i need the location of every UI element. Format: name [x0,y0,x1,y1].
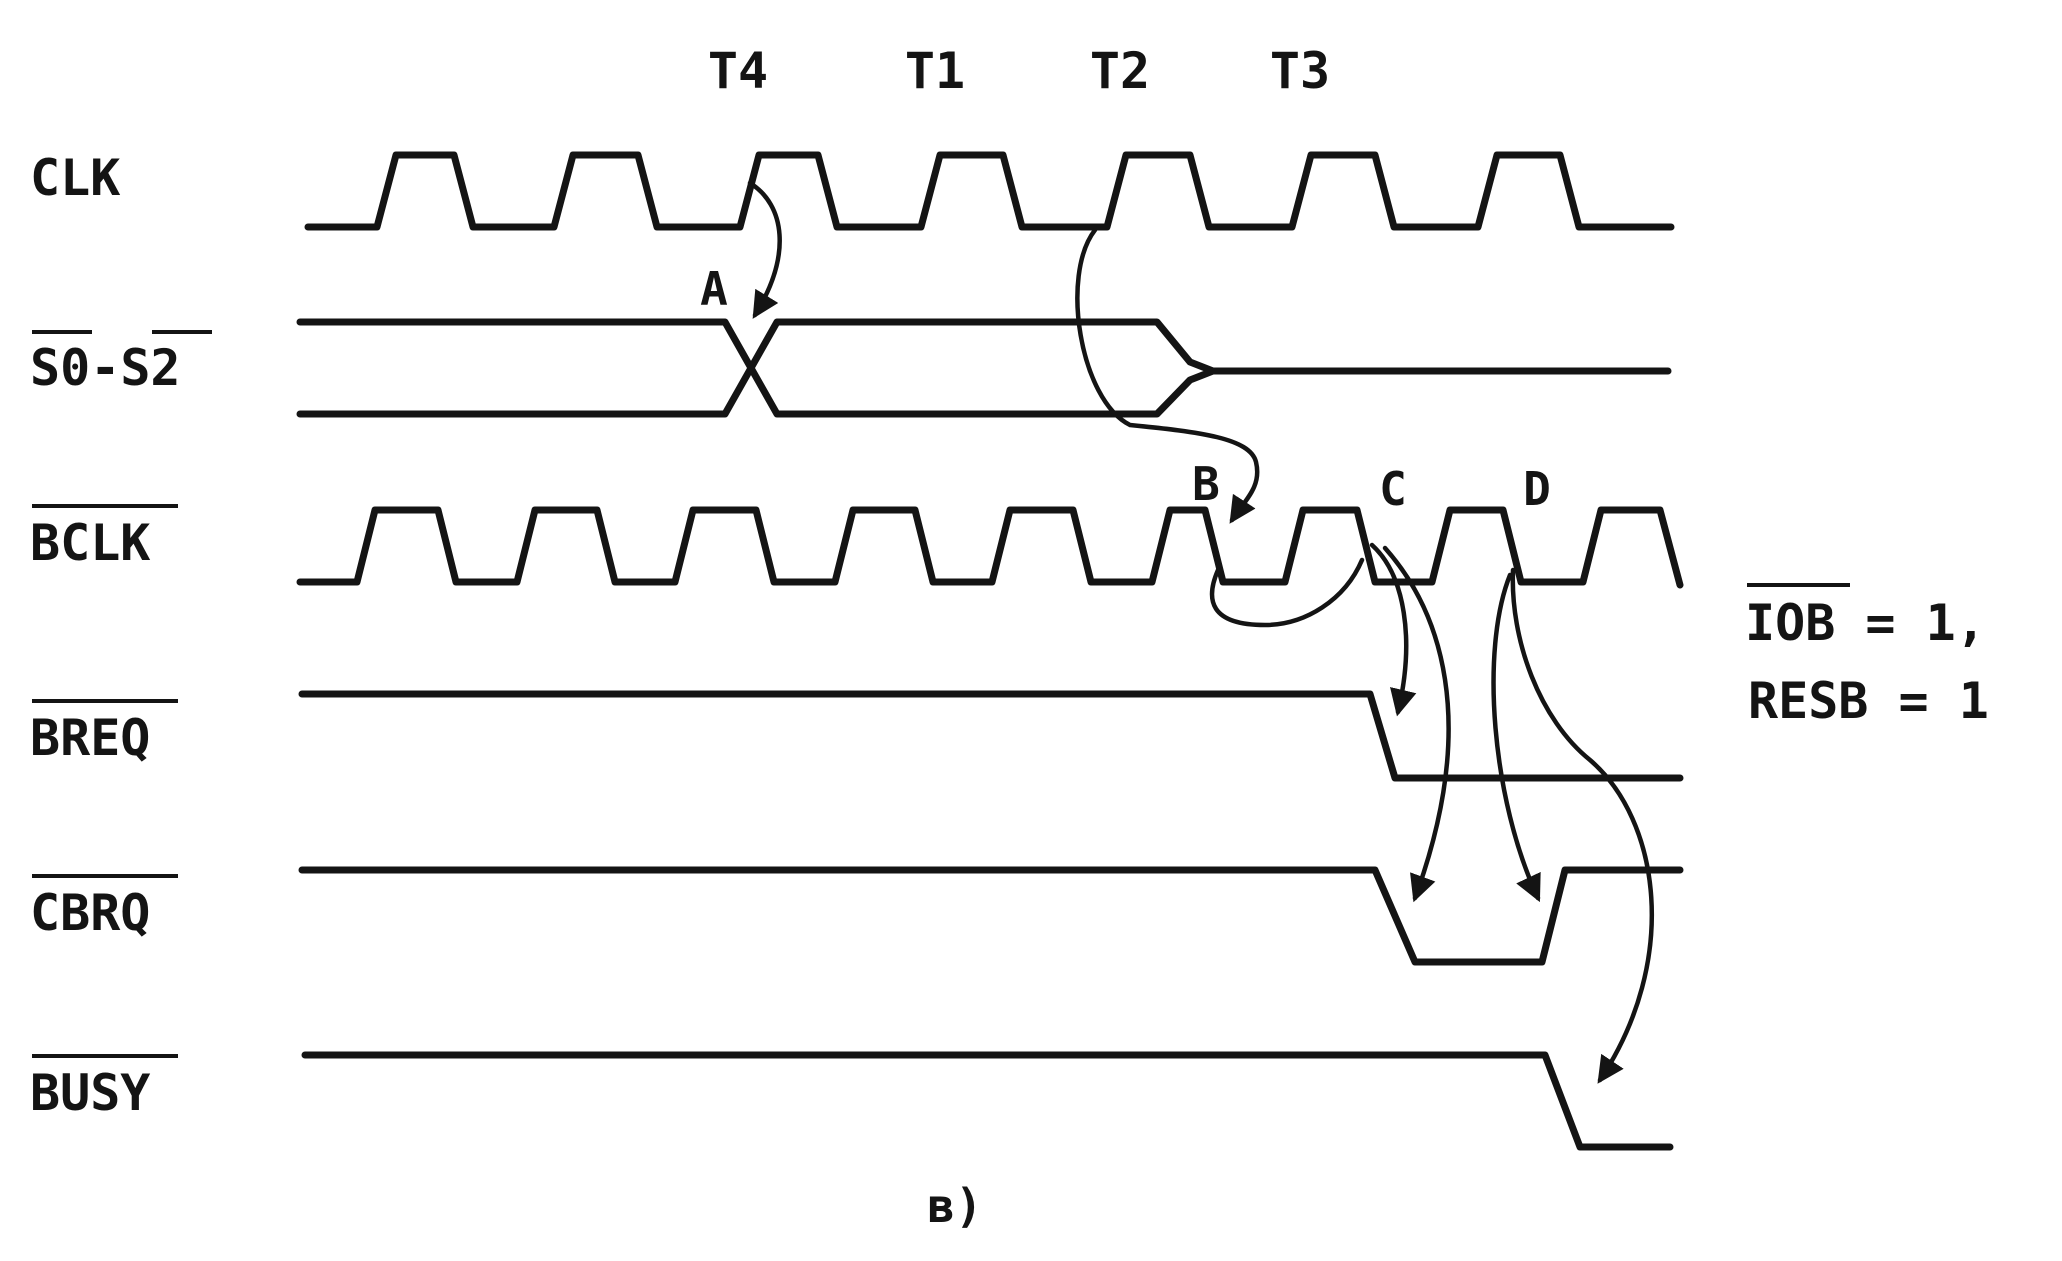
condition-resb: RESB = 1 [1748,672,1989,730]
phase-label-t3: T3 [1270,42,1330,100]
arrow-clk-to-a [747,180,782,319]
marker-c: C [1379,462,1407,516]
condition-iob: IOB = 1, [1745,594,1986,652]
condition-iob-name: IOB [1745,594,1835,652]
s0-s2-waveform-upper [296,318,1217,418]
signal-label-breq: BREQ [30,709,150,767]
signal-label-s0: S0 [30,339,90,397]
signal-label-busy: BUSY [30,1064,150,1122]
arrow-clk-to-b [1075,227,1260,524]
arrow-d-to-cbrq [1491,572,1541,903]
condition-iob-value: = 1, [1835,594,1986,652]
marker-a: A [700,262,728,316]
marker-b: B [1192,457,1220,511]
signal-label-bclk: BCLK [30,514,150,572]
busy-waveform [301,1051,1674,1151]
arrow-c-to-breq [1369,542,1417,717]
phase-label-t1: T1 [905,42,965,100]
phase-label-t4: T4 [708,42,768,100]
signal-label-clk: CLK [30,149,120,207]
marker-d: D [1523,462,1551,516]
arrow-c-to-cbrq [1382,545,1451,903]
phase-label-t2: T2 [1090,42,1150,100]
cbrq-waveform [298,866,1684,966]
arrow-d-to-busy [1510,567,1655,1084]
signal-label-s2: S2 [120,339,180,397]
clk-waveform [304,151,1675,231]
breq-waveform [298,690,1684,782]
signal-label-dash: - [90,339,120,397]
signal-label-cbrq: CBRQ [30,884,150,942]
figure-caption: в) [927,1179,982,1233]
signal-label-s0-s2: S0-S2 [30,339,181,397]
arrow-b-to-c [1209,557,1365,628]
bclk-waveform [296,506,1684,589]
